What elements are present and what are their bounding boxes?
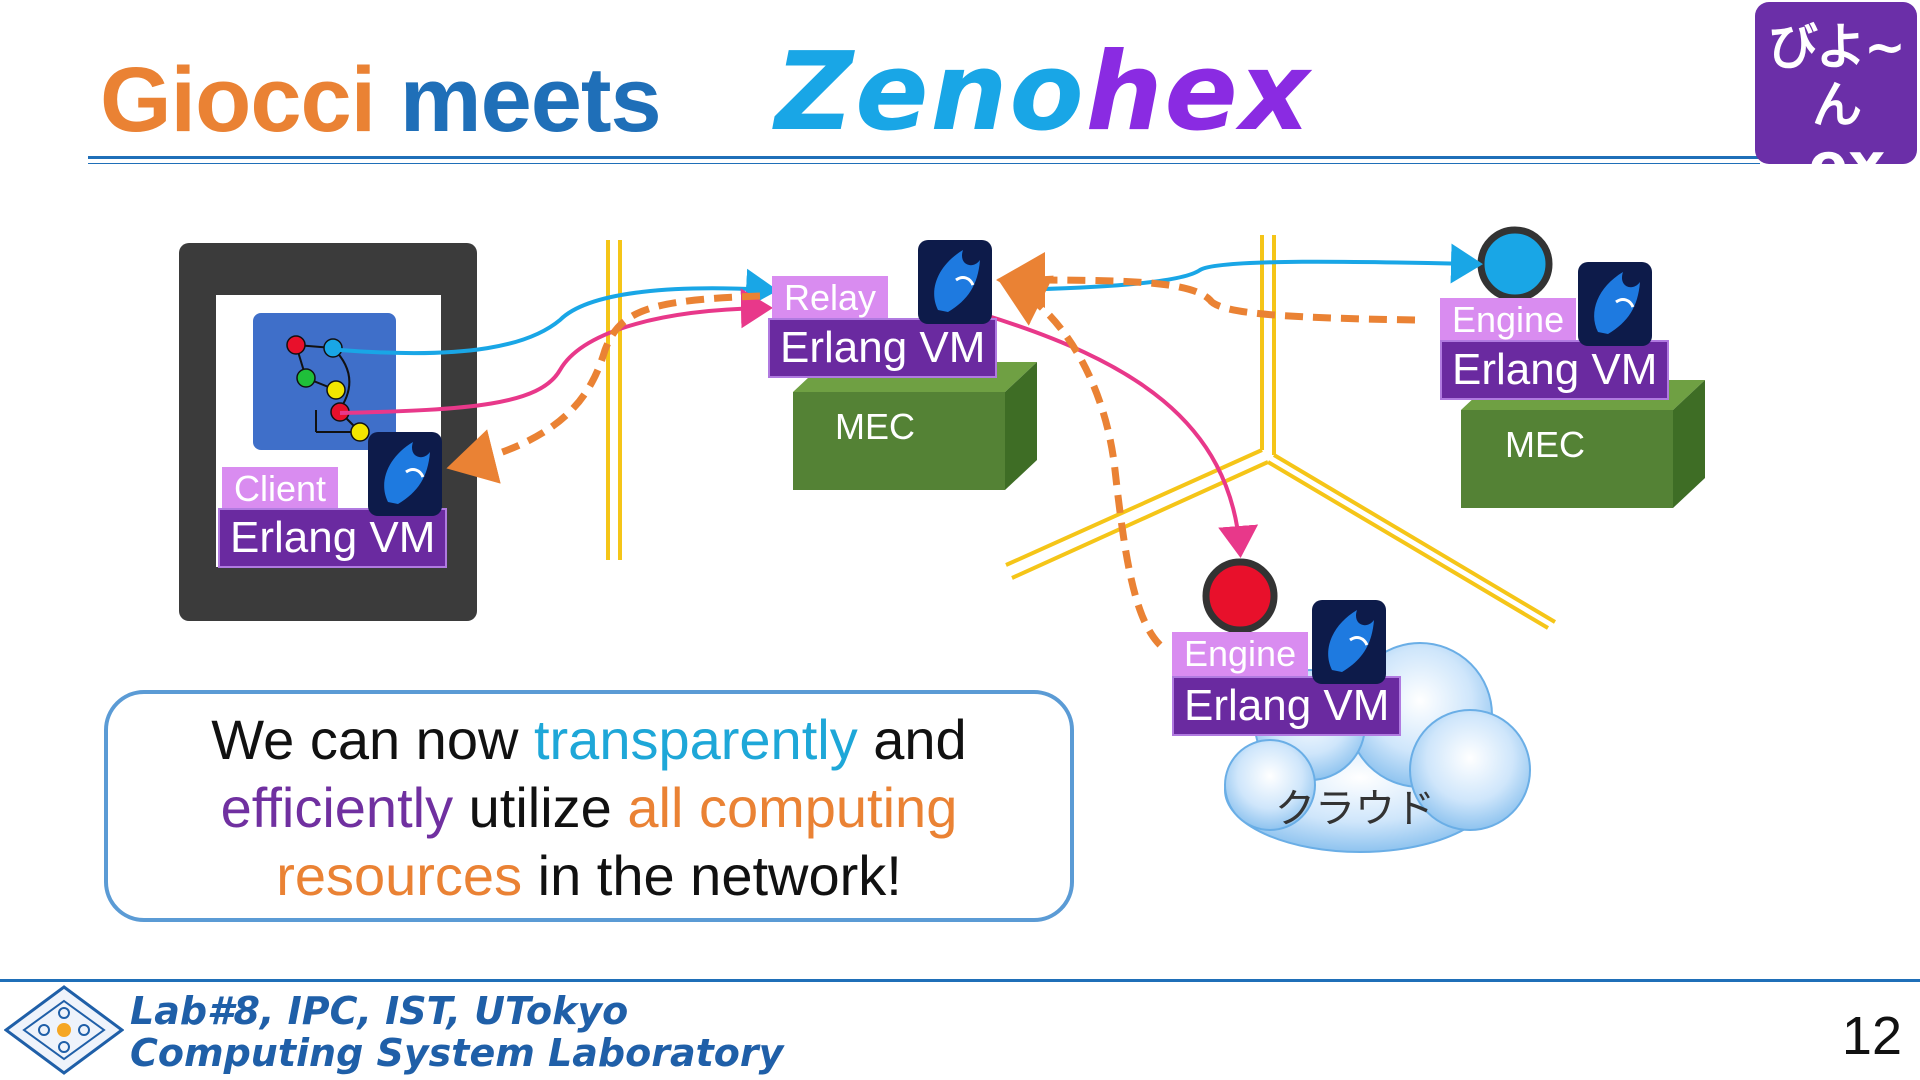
client-role-label: Client [222, 467, 339, 511]
lab-logo-icon [4, 985, 124, 1075]
zenohex-logo: Zenohex [775, 30, 1311, 155]
msg-text: and [857, 708, 967, 771]
relay-role-label: Relay [772, 276, 889, 320]
engine1-vm-label: Erlang VM [1440, 340, 1670, 400]
page-number: 12 [1841, 1006, 1902, 1066]
relay-vm-label: Erlang VM [768, 318, 998, 378]
lab-line2: Computing System Laboratory [130, 1031, 784, 1075]
orange-flow-engine1-relay [996, 252, 1416, 324]
app-icon [253, 313, 396, 450]
header-divider-thin [88, 163, 1760, 164]
zenohex-logo-zeno: Zeno [775, 30, 1086, 155]
message-box: We can now transparently and efficiently… [104, 690, 1074, 922]
relay-mec-label: MEC [835, 406, 915, 447]
badge-line1: びよ~ん [1768, 18, 1906, 134]
msg-efficiently: efficiently [220, 776, 454, 839]
relay-mec-box [793, 362, 1037, 490]
orange-flow-engine2-relay [997, 275, 1163, 648]
blue-flow-client-relay [339, 268, 778, 356]
zenohex-logo-hex: hex [1085, 30, 1312, 155]
engine2-node [1202, 558, 1278, 634]
pink-flow-client-relay [339, 288, 773, 415]
slide-title: Giocci meets [100, 48, 662, 153]
msg-text: utilize [453, 776, 628, 839]
engine2-role-label: Engine [1172, 632, 1309, 676]
title-giocci: Giocci [100, 49, 376, 151]
engine1-mec-label: MEC [1505, 424, 1585, 465]
pink-flow-relay-engine2 [984, 313, 1259, 558]
elixir-dragon-icon [368, 432, 442, 516]
elixir-dragon-icon [1578, 262, 1652, 346]
title-meets: meets [399, 49, 662, 151]
footer-divider [0, 979, 1920, 982]
biyon-ex-badge: びよ~ん .ex [1755, 2, 1917, 194]
blue-flow-relay-engine1 [1009, 243, 1483, 292]
elixir-dragon-icon [1312, 600, 1386, 684]
msg-all-computing: all computing [627, 776, 958, 839]
badge-line2: .ex [1786, 130, 1886, 198]
lab-name: Lab#8, IPC, IST, UTokyo Computing System… [130, 990, 783, 1074]
lab-line1: Lab#8, IPC, IST, UTokyo [130, 989, 629, 1033]
orange-flow-relay-client [446, 292, 761, 484]
client-vm-label: Erlang VM [218, 508, 448, 568]
header-divider [88, 156, 1760, 159]
engine1-node [1477, 226, 1553, 302]
engine2-vm-label: Erlang VM [1172, 676, 1402, 736]
engine1-role-label: Engine [1440, 298, 1577, 342]
msg-text: in the network! [522, 844, 902, 907]
msg-text: We can now [211, 708, 534, 771]
elixir-dragon-icon [918, 240, 992, 324]
cloud-label: クラウド [1275, 786, 1435, 832]
msg-transparently: transparently [533, 708, 858, 771]
msg-resources: resources [276, 844, 523, 907]
